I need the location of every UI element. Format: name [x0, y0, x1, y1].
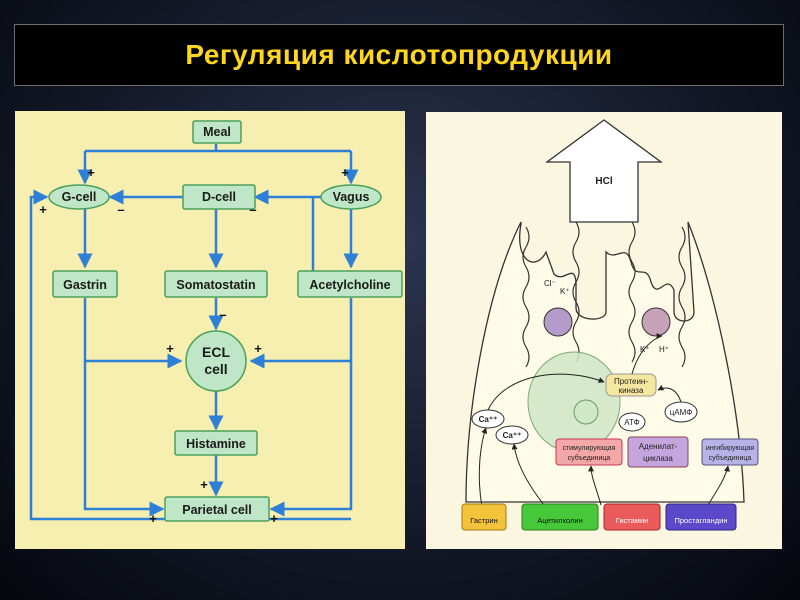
hcl-label: HCl — [595, 176, 612, 187]
g-cell-label: G-cell — [62, 190, 97, 204]
receptor-row — [461, 503, 737, 531]
acetylcholine-receptor-label: Ацетилхолин — [537, 516, 583, 525]
d-cell-box — [182, 184, 256, 210]
plus-sign-feedback-gcell: + — [39, 202, 47, 217]
ca-ion-2-label: Ca⁺⁺ — [503, 431, 522, 440]
plus-sign-ach-parietal: + — [270, 511, 278, 526]
histamine-receptor-label: Гистамин — [616, 516, 649, 525]
plus-sign-ach-ecl: + — [254, 341, 262, 356]
ecl-cell-circle — [185, 330, 247, 392]
gastrin-box — [52, 270, 118, 298]
inhibiting-subunit-line2: субъединица — [709, 454, 752, 462]
atp-label: АТФ — [624, 418, 639, 427]
adenylate-cyclase-box — [627, 436, 689, 468]
microvilli-center-left — [572, 221, 580, 363]
gastrin-receptor — [461, 503, 507, 531]
h-ion-label: H⁺ — [659, 345, 669, 354]
slide-title: Регуляция кислотопродукции — [185, 39, 613, 70]
flow-nodes — [48, 120, 403, 522]
camp-label: цАМФ — [670, 408, 693, 417]
plus-sign-gastrin-ecl: + — [166, 341, 174, 356]
atp-ellipse — [618, 412, 646, 432]
microvilli-left — [522, 226, 530, 368]
vagus-ellipse — [320, 184, 382, 210]
stimulating-subunit-line2: субъединица — [568, 454, 611, 462]
mechanism-svg: HCl Cl⁻ K⁺ K⁺ H⁺ Протеин- киназа Ca⁺⁺ Ca… — [461, 119, 759, 531]
microvilli-center-right — [628, 221, 636, 363]
acetylcholine-box — [297, 270, 403, 298]
k-ion-label-right: K⁺ — [640, 345, 650, 354]
plus-sign-meal-gcell: + — [87, 165, 95, 180]
nucleolus — [573, 399, 599, 425]
stimulating-subunit-line1: стимулирующая — [563, 445, 616, 452]
plus-sign-histamine-parietal: + — [200, 477, 208, 492]
ecl-label-line2: cell — [204, 361, 227, 377]
somatostatin-label: Somatostatin — [176, 278, 255, 292]
inhibiting-subunit — [701, 438, 759, 466]
minus-sign-somatostatin-ecl: – — [219, 307, 226, 322]
vagus-label: Vagus — [333, 190, 370, 204]
somatostatin-box — [164, 270, 268, 298]
title-bar: Регуляция кислотопродукции — [14, 24, 784, 86]
meal-label: Meal — [203, 125, 231, 139]
acetylcholine-label: Acetylcholine — [309, 278, 390, 292]
flow-arrows — [29, 144, 359, 521]
parietal-cell-box — [164, 496, 270, 522]
parietal-cell-label: Parietal cell — [182, 503, 252, 517]
prostaglandin-receptor-label: Простагландин — [675, 516, 728, 525]
protein-kinase-line1: Протеин- — [614, 377, 648, 386]
histamine-receptor — [603, 503, 661, 531]
stimulating-subunit — [555, 438, 623, 466]
minus-sign-dcell-gcell: – — [117, 202, 124, 217]
g-cell-ellipse — [48, 184, 110, 210]
regulation-flowchart: Meal G-cell D-cell Vagus Gastrin Somatos… — [15, 111, 405, 549]
protein-kinase-box — [605, 373, 657, 397]
ca-ion-1-label: Ca⁺⁺ — [479, 415, 498, 424]
adenylate-cyclase-line1: Аденилат- — [639, 442, 678, 451]
acetylcholine-receptor — [521, 503, 599, 531]
parietal-cell-outline — [465, 221, 745, 503]
meal-box — [192, 120, 242, 144]
microvilli-right — [678, 226, 686, 368]
cl-ion-label: Cl⁻ — [544, 279, 556, 288]
gastrin-receptor-label: Гастрин — [470, 516, 498, 525]
ecl-label-line1: ECL — [202, 344, 230, 360]
h-k-pump — [641, 307, 671, 337]
d-cell-label: D-cell — [202, 190, 236, 204]
cell-nucleus — [527, 351, 621, 453]
hcl-output-arrow — [545, 119, 663, 223]
histamine-label: Histamine — [186, 437, 246, 451]
prostaglandin-receptor — [665, 503, 737, 531]
k-ion-label-left: K⁺ — [560, 287, 570, 296]
plus-sign-gastrin-parietal: + — [149, 511, 157, 526]
inhibiting-subunit-line1: ингибирующая — [706, 444, 754, 452]
protein-kinase-line2: киназа — [619, 386, 644, 395]
minus-sign-vagus-dcell: – — [249, 202, 256, 217]
adenylate-cyclase-line2: циклаза — [643, 454, 673, 463]
plus-sign-meal-vagus: + — [341, 165, 349, 180]
gastrin-label: Gastrin — [63, 278, 107, 292]
flowchart-svg: Meal G-cell D-cell Vagus Gastrin Somatos… — [29, 120, 403, 526]
parietal-cell-mechanism: HCl Cl⁻ K⁺ K⁺ H⁺ Протеин- киназа Ca⁺⁺ Ca… — [426, 112, 782, 549]
cl-k-channel — [543, 307, 573, 337]
histamine-box — [174, 430, 258, 456]
signal-arrows — [478, 333, 730, 508]
